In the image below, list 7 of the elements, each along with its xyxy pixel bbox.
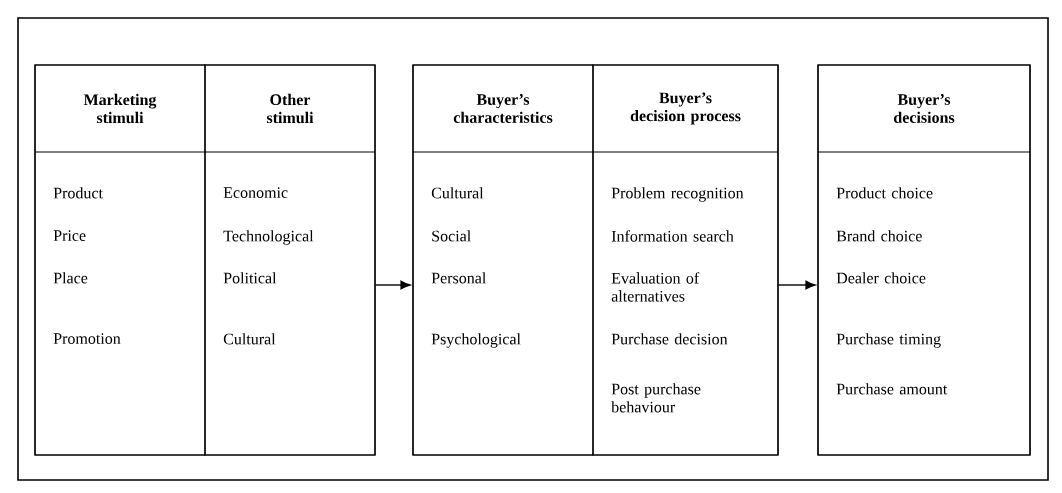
table-column: Buyer’s decision process Problem recognition Information search Evaluation of alternatives Purchase decision Post purchase behaviour	[592, 64, 779, 456]
table-column: Other stimuli Economic Technological Political Cultural	[204, 64, 376, 456]
table-column: Buyer’s decisions Product choice Brand choice Dealer choice Purchase timing Purchase amount	[817, 64, 1031, 456]
table-column: Buyer’s characteristics Cultural Social Personal Psychological	[412, 64, 594, 456]
table-column: Marketing stimuli Product Price Place Promotion	[34, 64, 206, 456]
arrow	[777, 280, 816, 290]
arrow	[374, 280, 411, 290]
